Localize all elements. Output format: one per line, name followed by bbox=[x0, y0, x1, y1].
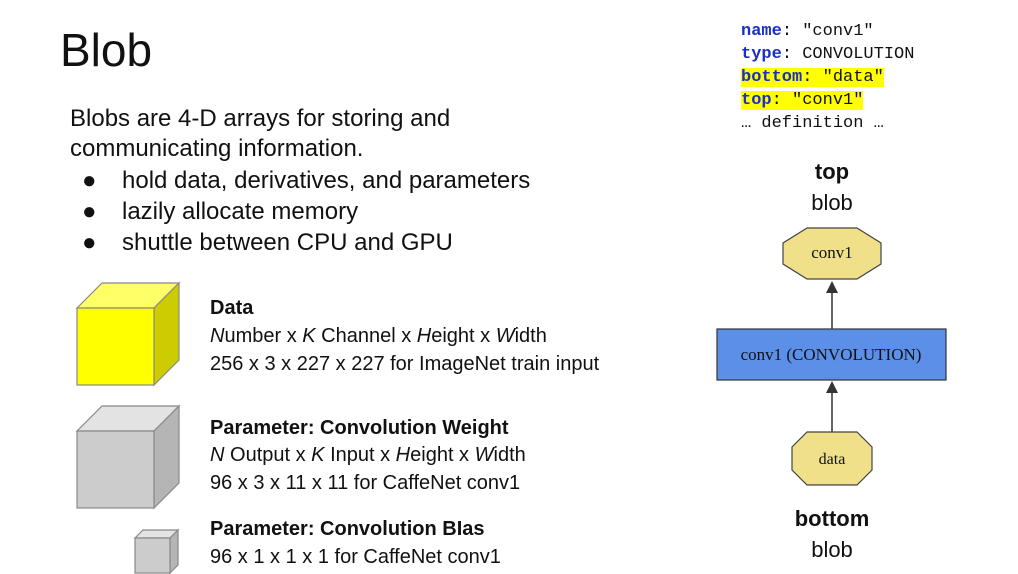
bullet-text: shuttle between CPU and GPU bbox=[122, 229, 453, 256]
code-highlight-line: top: "conv1" bbox=[741, 91, 864, 110]
code-keyword: top bbox=[741, 91, 772, 110]
data-blob-example: 256 x 3 x 227 x 227 for ImageNet train i… bbox=[210, 353, 600, 375]
bullet-item: ● lazily allocate memory bbox=[82, 197, 358, 227]
layer-node-label: conv1 (CONVOLUTION) bbox=[741, 345, 922, 364]
dim-text: Output x bbox=[224, 444, 312, 466]
top-label: top bbox=[814, 159, 850, 184]
code-highlight-line: bottom: "data" bbox=[741, 68, 884, 87]
code-keyword: name bbox=[741, 22, 782, 41]
code-value: CONVOLUTION bbox=[792, 45, 915, 64]
data-cube-icon bbox=[75, 281, 181, 387]
top-sublabel: blob bbox=[811, 190, 853, 215]
weight-blob-example: 96 x 3 x 11 x 11 for CaffeNet conv1 bbox=[210, 472, 521, 494]
bias-blob-example: 96 x 1 x 1 x 1 for CaffeNet conv1 bbox=[210, 546, 501, 568]
dim-letter: H bbox=[416, 325, 432, 347]
dim-letter: N bbox=[210, 325, 225, 347]
code-value: "conv1" bbox=[792, 22, 874, 41]
dim-text: eight x bbox=[410, 444, 475, 466]
dim-letter: K bbox=[311, 444, 325, 466]
bullet-item: ● hold data, derivatives, and parameters bbox=[82, 166, 530, 196]
weight-cube-icon bbox=[75, 404, 181, 510]
dim-letter: K bbox=[302, 325, 316, 347]
weight-blob-dims: N Output x K Input x Height x Width bbox=[210, 441, 526, 469]
dim-letter: W bbox=[474, 444, 494, 466]
bullet-item: ● shuttle between CPU and GPU bbox=[82, 228, 453, 258]
layer-definition-code: name: "conv1" type: CONVOLUTION bottom: … bbox=[741, 20, 914, 135]
bullet-text: lazily allocate memory bbox=[122, 198, 359, 225]
layer-node bbox=[716, 328, 947, 381]
code-colon: : bbox=[781, 45, 793, 64]
bullet-dot-icon: ● bbox=[82, 167, 97, 194]
arrow-head-icon bbox=[826, 381, 838, 393]
code-colon: : bbox=[781, 22, 793, 41]
data-blob-dims: Number x K Channel x Height x Width bbox=[210, 322, 547, 350]
dim-letter: H bbox=[395, 444, 411, 466]
intro-text: Blobs are 4-D arrays for storing and com… bbox=[70, 105, 451, 162]
code-keyword: type bbox=[741, 45, 782, 64]
dim-text: idth bbox=[514, 325, 547, 347]
bullet-dot-icon: ● bbox=[82, 229, 97, 256]
dim-text: eight x bbox=[431, 325, 496, 347]
code-definition: … definition … bbox=[741, 114, 884, 133]
dim-letter: W bbox=[495, 325, 515, 347]
dim-text: idth bbox=[493, 444, 526, 466]
bottom-label: bottom bbox=[794, 506, 870, 531]
top-blob-node bbox=[782, 227, 882, 280]
dim-letter: N bbox=[210, 444, 225, 466]
weight-blob-title: Parameter: Convolution Weight bbox=[210, 417, 509, 439]
code-keyword: bottom bbox=[741, 68, 803, 87]
slide-title: Blob bbox=[60, 24, 153, 76]
bottom-sublabel: blob bbox=[811, 537, 853, 562]
top-blob-node-label: conv1 bbox=[811, 243, 853, 262]
data-blob-title: Data bbox=[210, 297, 254, 319]
dim-text: Input x bbox=[324, 444, 396, 466]
bottom-blob-node bbox=[791, 431, 873, 486]
bottom-blob-node-label: data bbox=[819, 451, 846, 468]
dim-text: Channel x bbox=[315, 325, 417, 347]
arrow-head-icon bbox=[826, 281, 838, 293]
bullet-text: hold data, derivatives, and parameters bbox=[122, 167, 531, 194]
bias-cube-icon bbox=[133, 528, 180, 574]
bias-blob-title: Parameter: Convolution BIas bbox=[210, 518, 485, 540]
code-value: "data" bbox=[812, 68, 884, 87]
bullet-dot-icon: ● bbox=[82, 198, 97, 225]
code-value: "conv1" bbox=[781, 91, 864, 110]
dim-text: umber x bbox=[224, 325, 303, 347]
